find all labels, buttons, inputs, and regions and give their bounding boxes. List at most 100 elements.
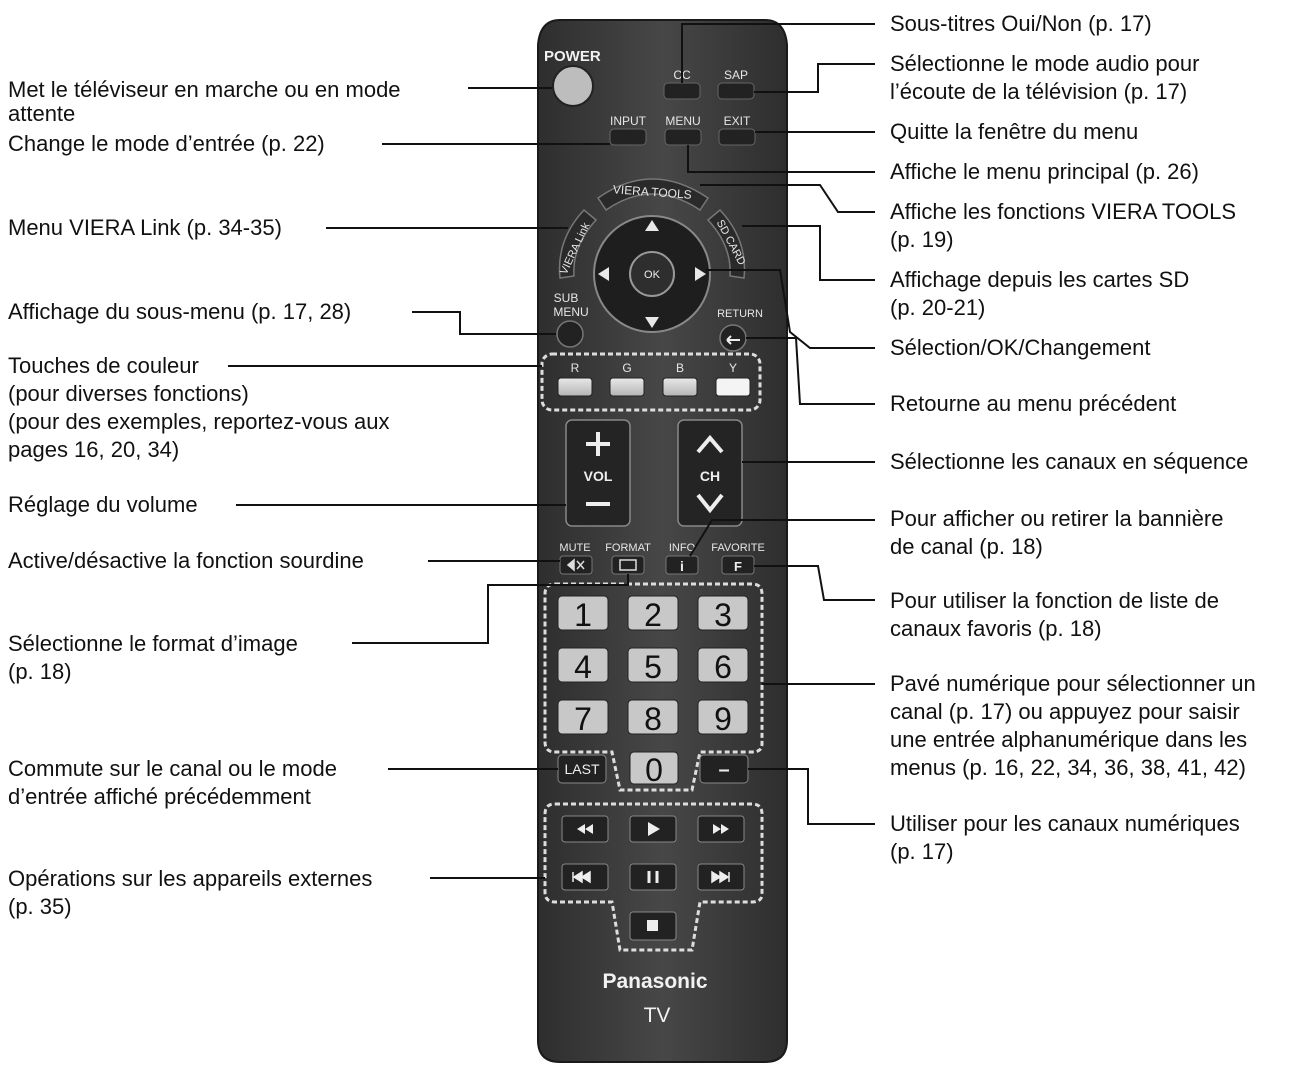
annotation-sub-menu-line-1: Affichage du sous-menu (p. 17, 28) [8, 299, 352, 324]
leader-format [352, 574, 629, 644]
ok-button[interactable] [629, 251, 675, 297]
annotation-sd-card: Affichage depuis les cartes SD (p. 20-21… [890, 266, 1189, 322]
sub-menu-label-1: SUB [554, 291, 579, 305]
cc-button[interactable] [663, 82, 701, 100]
vol-rocker[interactable] [565, 419, 631, 527]
num-6-button[interactable] [697, 647, 749, 683]
ch-rocker[interactable] [677, 419, 743, 527]
format-button[interactable] [611, 555, 645, 575]
color-key-b-label: B [676, 361, 684, 375]
leader-sub-menu [412, 311, 556, 335]
pause-button[interactable] [629, 863, 677, 891]
numeric-keypad-group [543, 582, 764, 792]
annotation-menu: Affiche le menu principal (p. 26) [890, 158, 1199, 186]
leader-lines [228, 23, 875, 879]
sub-menu-label-2: MENU [553, 305, 588, 319]
num-4-label: 4 [574, 649, 592, 685]
stop-icon [647, 920, 658, 931]
annotation-input: Change le mode d’entrée (p. 22) [8, 130, 325, 158]
play-icon [648, 822, 660, 836]
annotation-cc: Sous-titres Oui/Non (p. 17) [890, 10, 1152, 38]
annotation-last: Commute sur le canal ou le mode d’entrée… [8, 755, 337, 811]
ok-label: OK [644, 269, 661, 281]
annotation-ok-line-1: Sélection/OK/Changement [890, 335, 1151, 360]
leader-sap [754, 63, 875, 93]
annotation-external-line-2: (p. 35) [8, 894, 72, 919]
color-key-r[interactable] [557, 377, 593, 397]
annotation-external: Opérations sur les appareils externes (p… [8, 865, 372, 921]
annotation-format-line-2: (p. 18) [8, 659, 72, 684]
viera-tools-label: VIERA TOOLS [612, 182, 692, 201]
brand-logo: Panasonic [602, 970, 707, 993]
fast-forward-icon [713, 824, 729, 834]
annotation-info: Pour afficher ou retirer la bannière de … [890, 505, 1223, 561]
skip-forward-icon [711, 870, 730, 884]
annotation-color-keys-line-2: (pour diverses fonctions) [8, 381, 249, 406]
annotation-external-line-1: Opérations sur les appareils externes [8, 866, 373, 891]
leader-sd-card [742, 225, 875, 281]
annotation-digital: Utiliser pour les canaux numériques (p. … [890, 810, 1240, 866]
num-0-button[interactable] [629, 751, 679, 785]
viera-tools-button[interactable] [596, 178, 710, 212]
input-button[interactable] [609, 128, 647, 146]
dpad-up-icon[interactable] [645, 220, 659, 231]
num-6-label: 6 [714, 649, 732, 685]
menu-label: MENU [665, 114, 700, 128]
annotation-numeric-line-1: Pavé numérique pour sélectionner un [890, 671, 1256, 696]
annotation-exit: Quitte la fenêtre du menu [890, 118, 1138, 146]
dpad-down-icon[interactable] [645, 317, 659, 328]
annotation-color-keys: Touches de couleur (pour diverses foncti… [8, 352, 390, 464]
annotation-info-line-2: de canal (p. 18) [890, 534, 1043, 559]
dpad-right-icon[interactable] [695, 267, 706, 281]
return-icon [726, 335, 740, 345]
format-icon [619, 559, 637, 571]
exit-button[interactable] [718, 128, 756, 146]
annotation-volume-line-1: Réglage du volume [8, 492, 198, 517]
annotation-sub-menu: Affichage du sous-menu (p. 17, 28) [8, 298, 351, 326]
annotation-color-keys-line-1: Touches de couleur [8, 353, 199, 378]
annotation-power-line-1: Met le téléviseur en marche ou en mode [8, 77, 401, 102]
return-button[interactable] [719, 324, 747, 352]
sd-card-button[interactable] [706, 208, 746, 279]
annotation-power-line-2: attente [8, 101, 76, 126]
color-key-g[interactable] [609, 377, 645, 397]
favorite-label: FAVORITE [711, 542, 765, 554]
annotation-volume: Réglage du volume [8, 491, 198, 519]
num-3-button[interactable] [697, 595, 749, 631]
annotation-viera-tools-line-2: (p. 19) [890, 227, 954, 252]
favorite-key-label: F [734, 559, 742, 574]
menu-button[interactable] [664, 128, 702, 146]
annotation-sd-card-line-2: (p. 20-21) [890, 295, 986, 320]
color-key-r-label: R [571, 361, 580, 375]
num-1-button[interactable] [557, 595, 609, 631]
color-key-b[interactable] [662, 377, 698, 397]
num-8-button[interactable] [627, 699, 679, 735]
info-button[interactable] [665, 555, 699, 575]
num-4-button[interactable] [557, 647, 609, 683]
color-key-y[interactable] [715, 377, 751, 397]
leader-viera-tools [700, 184, 875, 213]
num-2-button[interactable] [627, 595, 679, 631]
num-7-label: 7 [574, 701, 592, 737]
annotation-format: Sélectionne le format d’image (p. 18) [8, 630, 298, 686]
viera-link-button[interactable] [558, 208, 598, 279]
exit-label: EXIT [724, 114, 751, 128]
num-5-button[interactable] [627, 647, 679, 683]
sub-menu-button[interactable] [556, 320, 584, 348]
sap-button[interactable] [717, 82, 755, 100]
num-7-button[interactable] [557, 699, 609, 735]
num-9-button[interactable] [697, 699, 749, 735]
mute-button[interactable] [559, 555, 593, 575]
annotation-mute-line-1: Active/désactive la fonction sourdine [8, 548, 364, 573]
annotation-numeric-line-2: canal (p. 17) ou appuyez pour saisir [890, 699, 1240, 724]
info-label: INFO [669, 542, 696, 554]
vol-plus-icon [586, 432, 610, 456]
annotation-return: Retourne au menu précédent [890, 390, 1176, 418]
annotation-favorite-line-1: Pour utiliser la fonction de liste de [890, 588, 1219, 613]
dpad-left-icon[interactable] [598, 267, 609, 281]
annotation-color-keys-line-4: pages 16, 20, 34) [8, 437, 180, 462]
playback-group [543, 802, 764, 952]
annotation-viera-link: Menu VIERA Link (p. 34-35) [8, 214, 282, 242]
power-button[interactable] [552, 65, 594, 107]
